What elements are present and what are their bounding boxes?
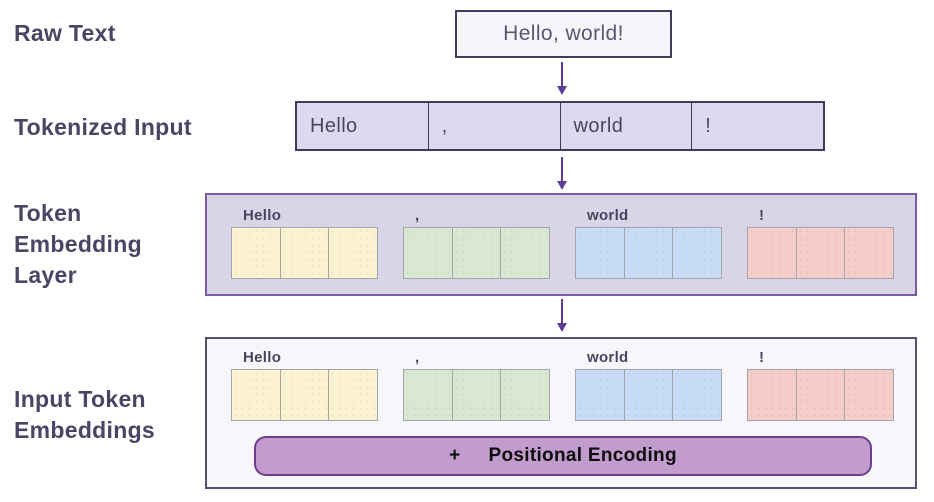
token-cell: Hello — [297, 103, 429, 149]
arrow-down-icon — [557, 157, 567, 190]
embedding-cell — [796, 370, 846, 420]
embedding-cell — [624, 228, 674, 278]
arrow-down-icon — [557, 299, 567, 332]
token-embedding-layer-heading: Token Embedding Layer — [14, 200, 142, 288]
token-group-hello: Hello — [231, 347, 378, 421]
arrow-down-icon — [557, 62, 567, 95]
embedding-cell — [232, 370, 281, 420]
embedding-cell — [845, 370, 894, 420]
embedding-cell — [624, 370, 674, 420]
token-group-comma: , — [403, 347, 550, 421]
embedding-cell — [748, 370, 797, 420]
token-group-label: Hello — [243, 349, 282, 366]
token-group-hello: Hello — [231, 205, 378, 279]
embedding-cell — [576, 370, 625, 420]
token-group-label: ! — [759, 349, 765, 366]
embedding-cell — [576, 228, 625, 278]
tokenized-input-heading: Tokenized Input — [14, 114, 192, 140]
embedding-cell — [748, 228, 797, 278]
token-group-label: world — [587, 207, 629, 224]
token-group-label: ! — [759, 207, 765, 224]
embedding-cell — [280, 370, 330, 420]
token-cell: , — [429, 103, 561, 149]
embedding-cell — [673, 370, 722, 420]
embedding-vector — [403, 369, 550, 421]
embedding-cell — [404, 228, 453, 278]
embedding-vector — [231, 227, 378, 279]
embedding-cell — [501, 370, 550, 420]
embedding-cell — [404, 370, 453, 420]
embedding-vector — [747, 369, 894, 421]
raw-text-box: Hello, world! — [455, 10, 672, 58]
token-cell: world — [561, 103, 693, 149]
embedding-vector — [403, 227, 550, 279]
positional-encoding-label: Positional Encoding — [488, 445, 677, 466]
plus-icon: + — [449, 445, 461, 466]
embedding-cell — [796, 228, 846, 278]
embedding-vector — [231, 369, 378, 421]
input-token-embeddings-box: Hello , world ! — [205, 337, 917, 489]
token-embedding-layer-box: Hello , world ! — [205, 193, 917, 296]
token-group-world: world — [575, 205, 722, 279]
token-cell: ! — [705, 114, 712, 137]
embedding-cell — [329, 370, 378, 420]
embedding-vector — [575, 227, 722, 279]
embedding-cell — [673, 228, 722, 278]
raw-text-value: Hello, world! — [503, 22, 624, 45]
token-group-label: , — [415, 349, 420, 366]
embedding-vector — [747, 227, 894, 279]
token-group-label: Hello — [243, 207, 282, 224]
embedding-cell — [452, 370, 502, 420]
embedding-cell — [452, 228, 502, 278]
token-group-label: world — [587, 349, 629, 366]
embedding-cell — [280, 228, 330, 278]
raw-text-heading: Raw Text — [14, 20, 116, 46]
embedding-cell — [329, 228, 378, 278]
token-group-exclamation: ! — [747, 205, 894, 279]
embedding-cell — [845, 228, 894, 278]
embedding-cell — [501, 228, 550, 278]
positional-encoding-bar: + Positional Encoding — [254, 436, 872, 476]
embedding-vector — [575, 369, 722, 421]
token-group-world: world — [575, 347, 722, 421]
input-token-embeddings-heading: Input Token Embeddings — [14, 386, 156, 443]
token-group-comma: , — [403, 205, 550, 279]
token-group-exclamation: ! — [747, 347, 894, 421]
embedding-cell — [232, 228, 281, 278]
tokenized-input-row: Hello , world ! — [295, 101, 825, 151]
token-group-label: , — [415, 207, 420, 224]
